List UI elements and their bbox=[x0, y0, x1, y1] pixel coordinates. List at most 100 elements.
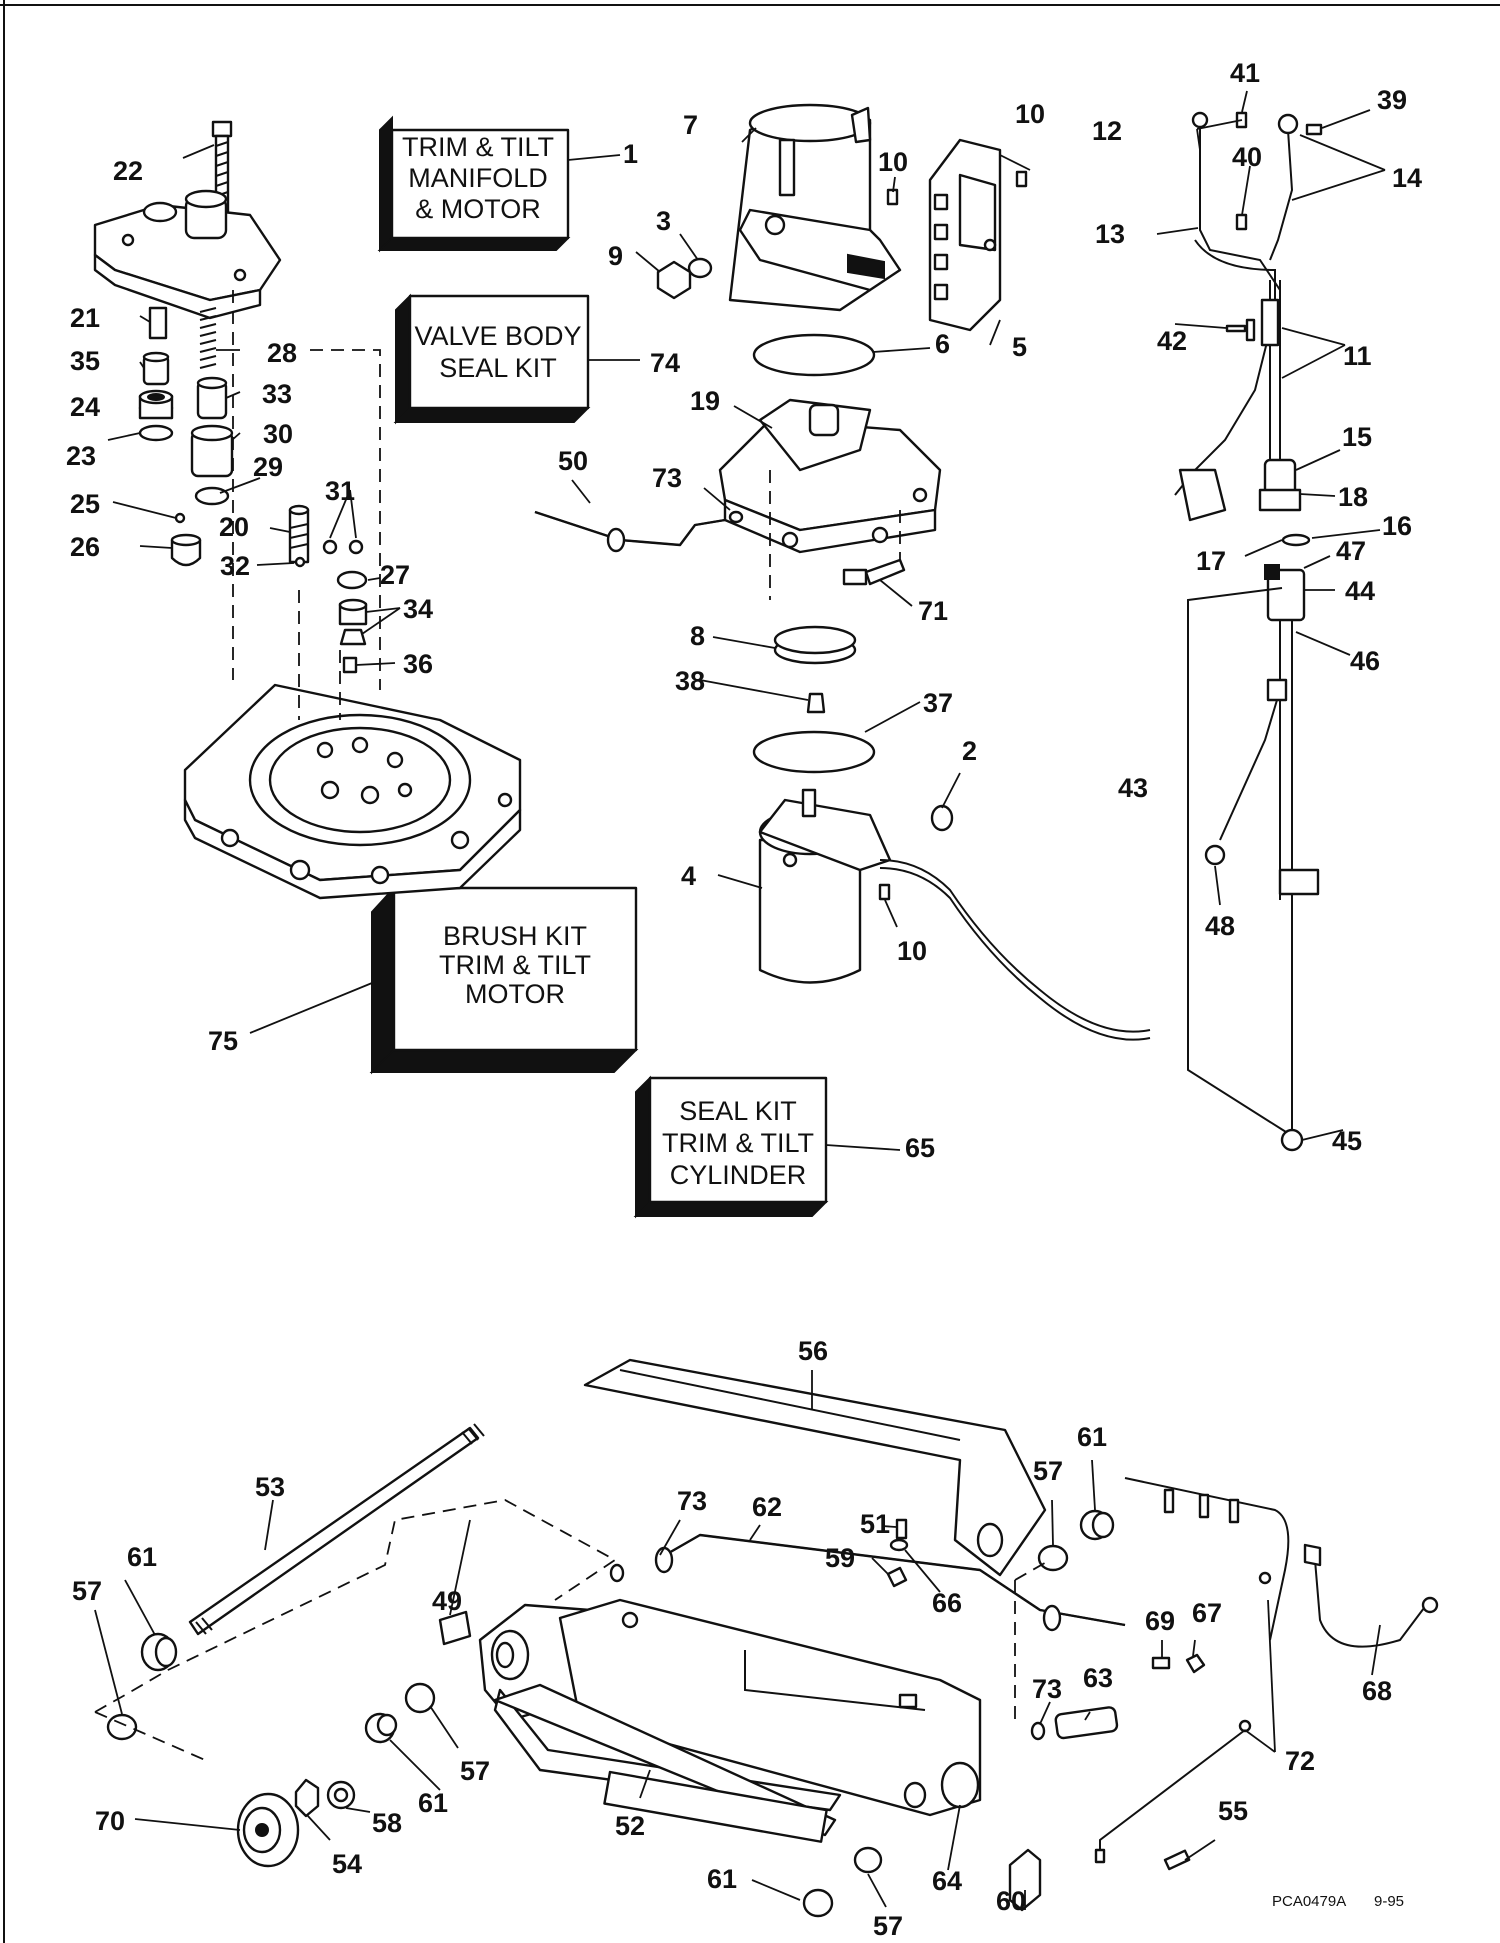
o-ring-part bbox=[728, 510, 744, 524]
callout-70: 70 bbox=[95, 1806, 125, 1836]
anode-part bbox=[236, 1792, 300, 1868]
callout-30: 30 bbox=[263, 419, 293, 449]
callout-8: 8 bbox=[690, 621, 705, 651]
callout-61: 61 bbox=[1077, 1422, 1107, 1452]
callout-10: 10 bbox=[1015, 99, 1045, 129]
callout-34: 34 bbox=[403, 594, 433, 624]
bushing-part bbox=[364, 1682, 436, 1744]
callout-22: 22 bbox=[113, 156, 143, 186]
callout-38: 38 bbox=[675, 666, 705, 696]
callout-49: 49 bbox=[432, 1586, 462, 1616]
kit-box-valve-body-seal: VALVE BODY SEAL KIT bbox=[393, 293, 591, 425]
ball-part bbox=[294, 556, 306, 568]
callout-26: 26 bbox=[70, 532, 100, 562]
clamp-band-part bbox=[773, 625, 857, 665]
callout-44: 44 bbox=[1345, 576, 1375, 606]
washer-part bbox=[326, 1780, 356, 1810]
piston-part bbox=[190, 424, 234, 478]
callout-65: 65 bbox=[905, 1133, 935, 1163]
o-ring-part bbox=[336, 570, 368, 590]
callout-3: 3 bbox=[656, 206, 671, 236]
o-ring-part bbox=[1281, 533, 1311, 547]
drawing-date: 9-95 bbox=[1374, 1893, 1404, 1910]
kit-box-cylinder-seal: SEAL KIT TRIM & TILT CYLINDER bbox=[633, 1075, 829, 1219]
tube-part bbox=[534, 510, 726, 553]
callout-61: 61 bbox=[418, 1788, 448, 1818]
callout-7: 7 bbox=[683, 110, 698, 140]
nut-part bbox=[294, 1778, 320, 1818]
callout-68: 68 bbox=[1362, 1676, 1392, 1706]
screw-part bbox=[1015, 170, 1028, 188]
callout-72: 72 bbox=[1285, 1746, 1315, 1776]
callout-6: 6 bbox=[935, 329, 950, 359]
callout-75: 75 bbox=[208, 1026, 238, 1056]
valve-body-cover-part bbox=[93, 189, 282, 320]
callout-25: 25 bbox=[70, 489, 100, 519]
callout-48: 48 bbox=[1205, 911, 1235, 941]
bushing-part bbox=[802, 1846, 883, 1918]
callout-53: 53 bbox=[255, 1472, 285, 1502]
bolt-part bbox=[842, 558, 906, 586]
o-ring-part bbox=[1030, 1721, 1046, 1741]
callout-67: 67 bbox=[1192, 1598, 1222, 1628]
bushing-part bbox=[106, 1632, 178, 1741]
nut-part bbox=[1185, 1653, 1206, 1674]
screw-part bbox=[342, 656, 358, 674]
manifold-part bbox=[718, 398, 942, 554]
clip-part bbox=[1094, 1848, 1106, 1864]
callout-5: 5 bbox=[1012, 332, 1027, 362]
kit-box-manifold-motor: TRIM & TILT MANIFOLD & MOTOR bbox=[377, 115, 571, 253]
callout-31: 31 bbox=[325, 476, 355, 506]
callout-14: 14 bbox=[1392, 163, 1422, 193]
drawing-code: PCA0479A bbox=[1272, 1893, 1346, 1910]
callout-20: 20 bbox=[219, 512, 249, 542]
callout-66: 66 bbox=[932, 1588, 962, 1618]
cylinder-part bbox=[478, 1598, 982, 1817]
kit-label-line: TRIM & TILT bbox=[402, 132, 554, 162]
o-ring-part bbox=[609, 1563, 625, 1583]
clip-part bbox=[930, 804, 954, 832]
callout-24: 24 bbox=[70, 392, 100, 422]
callout-63: 63 bbox=[1083, 1663, 1113, 1693]
cap-plate-part bbox=[1008, 1848, 1042, 1912]
callout-56: 56 bbox=[798, 1336, 828, 1366]
callout-16: 16 bbox=[1382, 511, 1412, 541]
callout-10: 10 bbox=[897, 936, 927, 966]
screw-part bbox=[1151, 1656, 1171, 1670]
callout-50: 50 bbox=[558, 446, 588, 476]
callout-43: 43 bbox=[1118, 773, 1148, 803]
callout-73: 73 bbox=[677, 1486, 707, 1516]
callout-60: 60 bbox=[996, 1886, 1026, 1916]
screw-part bbox=[1235, 213, 1248, 231]
callout-59: 59 bbox=[825, 1543, 855, 1573]
callout-61: 61 bbox=[127, 1542, 157, 1572]
nut-part bbox=[656, 260, 692, 300]
shield-part bbox=[1124, 1477, 1290, 1733]
callout-62: 62 bbox=[752, 1492, 782, 1522]
kit-label-line: SEAL KIT bbox=[439, 353, 557, 383]
callout-37: 37 bbox=[923, 688, 953, 718]
valve-part bbox=[339, 628, 367, 646]
callout-10: 10 bbox=[878, 147, 908, 177]
ball-part bbox=[322, 539, 338, 555]
callout-61: 61 bbox=[707, 1864, 737, 1894]
washer-part bbox=[889, 1538, 909, 1552]
seal-part bbox=[338, 598, 368, 626]
callout-12: 12 bbox=[1092, 116, 1122, 146]
callout-58: 58 bbox=[372, 1808, 402, 1838]
cap-part bbox=[170, 533, 202, 567]
callout-numbers: 1 2 3 4 5 6 7 8 9 10 10 10 11 12 13 14 1… bbox=[66, 58, 1422, 1941]
o-ring-part bbox=[138, 424, 174, 442]
callout-27: 27 bbox=[380, 560, 410, 590]
ground-wire-part bbox=[1303, 1543, 1439, 1648]
o-ring-part bbox=[687, 257, 713, 279]
callout-42: 42 bbox=[1157, 326, 1187, 356]
callout-54: 54 bbox=[332, 1849, 362, 1879]
kit-label-line: CYLINDER bbox=[670, 1160, 807, 1190]
callout-11: 11 bbox=[1343, 341, 1372, 371]
kit-label-line: VALVE BODY bbox=[414, 321, 581, 351]
kit-label-line: SEAL KIT bbox=[679, 1096, 797, 1126]
callout-71: 71 bbox=[918, 596, 948, 626]
kit-label-line: BRUSH KIT bbox=[443, 921, 587, 951]
callout-57: 57 bbox=[460, 1756, 490, 1786]
